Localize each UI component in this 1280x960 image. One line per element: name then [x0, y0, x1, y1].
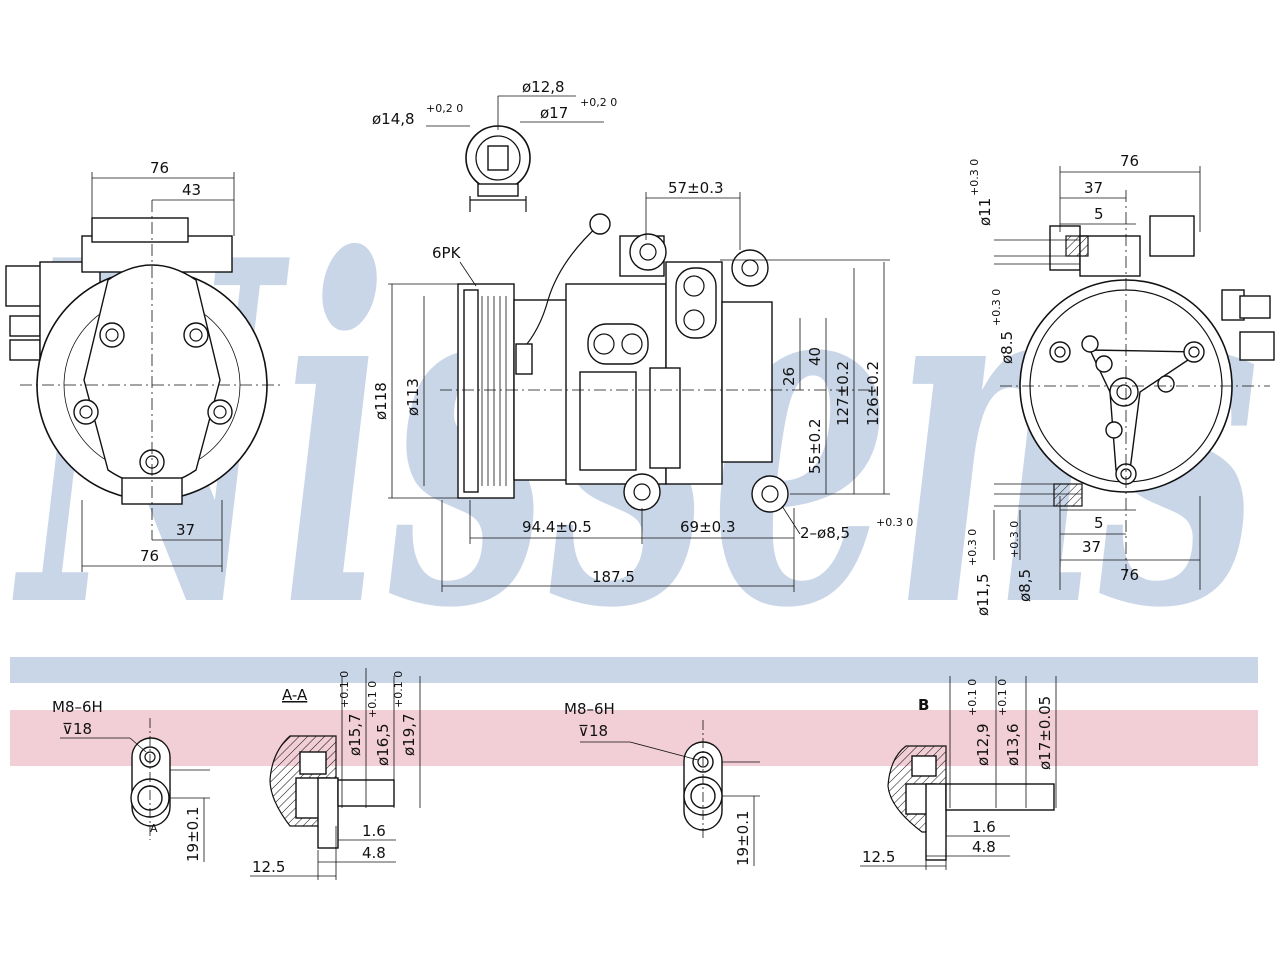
detail-1-port: M8–6H ⊽18 19±0.1 A: [52, 698, 210, 862]
right-5-top: 5: [1094, 205, 1104, 223]
detail2-dia-16-5-tol: +0.1 0: [366, 681, 379, 718]
pulley-dia-118: ø118: [372, 382, 390, 420]
detail4-dia-12-9-tol: +0.1 0: [966, 679, 979, 716]
right-dia-11-5: ø11,5: [974, 573, 992, 616]
right-rear-view: [1000, 190, 1275, 580]
right-dia-8-5-bottom: ø8,5: [1016, 569, 1034, 602]
connector-dia-14-8-tol: +0,2 0: [426, 102, 463, 115]
detail4-title: B: [918, 696, 929, 714]
belt-profile: 6PK: [432, 244, 462, 262]
detail4-dia-17: ø17±0.05: [1036, 696, 1054, 770]
length-94-4: 94.4±0.5: [522, 518, 592, 536]
detail2-12-5: 12.5: [252, 858, 285, 876]
right-width-bottom: 76: [1120, 566, 1139, 584]
right-dia-8-5-tol: +0.3 0: [990, 289, 1003, 326]
right-dimensions: 76 37 5 ø11 +0.3 0 ø8.5 +0.3 0 5 37 76 ø…: [966, 152, 1201, 616]
left-dimensions: 76 43 37 76: [81, 159, 235, 572]
detail4-1-6: 1.6: [972, 818, 996, 836]
detail3-thread: M8–6H: [564, 700, 615, 718]
connector-dia-17-tol: +0,2 0: [580, 96, 617, 109]
detail1-depth: ⊽18: [62, 720, 92, 738]
left-front-view: [5, 200, 280, 540]
pulley-dia-113: ø113: [404, 378, 422, 416]
right-37-top: 37: [1084, 179, 1103, 197]
detail2-dia-19-7: ø19,7: [400, 713, 418, 756]
left-half-width: 43: [182, 181, 201, 199]
connector-dia-12-8: ø12,8: [522, 78, 565, 96]
holes-dia: 2–ø8,5: [800, 524, 850, 542]
detail2-dia-16-5: ø16,5: [374, 723, 392, 766]
height-126: 126±0.2: [864, 361, 882, 426]
detail1-thread: M8–6H: [52, 698, 103, 716]
right-dia-11-5-tol: +0.3 0: [966, 529, 979, 566]
detail1-19: 19±0.1: [184, 806, 202, 862]
detail1-section-a: A: [150, 822, 158, 835]
detail2-dia-15-7-tol: +0.1 0: [338, 671, 351, 708]
detail2-title: A-A: [282, 686, 308, 704]
detail-2-section: A-A ø15,7 +0.1 0 ø16,5 +0.1 0 ø19,7 +0.1…: [250, 668, 421, 880]
detail4-12-5: 12.5: [862, 848, 895, 866]
connector-view: ø12,8 ø14,8 +0,2 0 ø17 +0,2 0: [372, 78, 617, 212]
blue-band: [10, 657, 1258, 683]
detail2-1-6: 1.6: [362, 822, 386, 840]
left-width-bottom: 76: [140, 547, 159, 565]
height-127: 127±0.2: [834, 361, 852, 426]
right-dia-11: ø11: [976, 198, 994, 226]
left-width-top: 76: [150, 159, 169, 177]
left-half-width-bottom: 37: [176, 521, 195, 539]
connector-dia-17: ø17: [540, 104, 568, 122]
overall-length: 187.5: [592, 568, 635, 586]
detail4-dia-13-6: ø13,6: [1004, 723, 1022, 766]
mounting-spacing-57: 57±0.3: [668, 179, 724, 197]
right-37-bottom: 37: [1082, 538, 1101, 556]
side-dimensions: ø118 ø113 6PK 57±0.3 26 40 127±0.2 126±0…: [372, 179, 913, 592]
detail2-dia-19-7-tol: +0.1 0: [392, 671, 405, 708]
right-width-top: 76: [1120, 152, 1139, 170]
detail3-19: 19±0.1: [734, 810, 752, 866]
detail2-4-8: 4.8: [362, 844, 386, 862]
detail-4-section: B ø12,9 +0.1 0 ø13,6 +0.1 0 ø17±0.05 1.6…: [860, 676, 1057, 870]
height-40: 40: [806, 347, 824, 366]
length-69: 69±0.3: [680, 518, 736, 536]
detail2-dia-15-7: ø15,7: [346, 713, 364, 756]
right-dia-8-5-bottom-tol: +0.3 0: [1008, 521, 1021, 558]
detail4-dia-13-6-tol: +0.1 0: [996, 679, 1009, 716]
detail4-dia-12-9: ø12,9: [974, 723, 992, 766]
right-dia-8-5: ø8.5: [998, 331, 1016, 364]
detail4-4-8: 4.8: [972, 838, 996, 856]
pink-band: [10, 710, 1258, 766]
right-dia-11-tol: +0.3 0: [968, 159, 981, 196]
side-view: [440, 213, 880, 513]
holes-dia-tol: +0.3 0: [876, 516, 913, 529]
detail3-depth: ⊽18: [578, 722, 608, 740]
height-55: 55±0.2: [806, 418, 824, 474]
detail-3-port: M8–6H ⊽18 19±0.1: [564, 700, 760, 866]
right-5-bottom: 5: [1094, 514, 1104, 532]
height-26: 26: [780, 367, 798, 386]
connector-dia-14-8: ø14,8: [372, 110, 415, 128]
